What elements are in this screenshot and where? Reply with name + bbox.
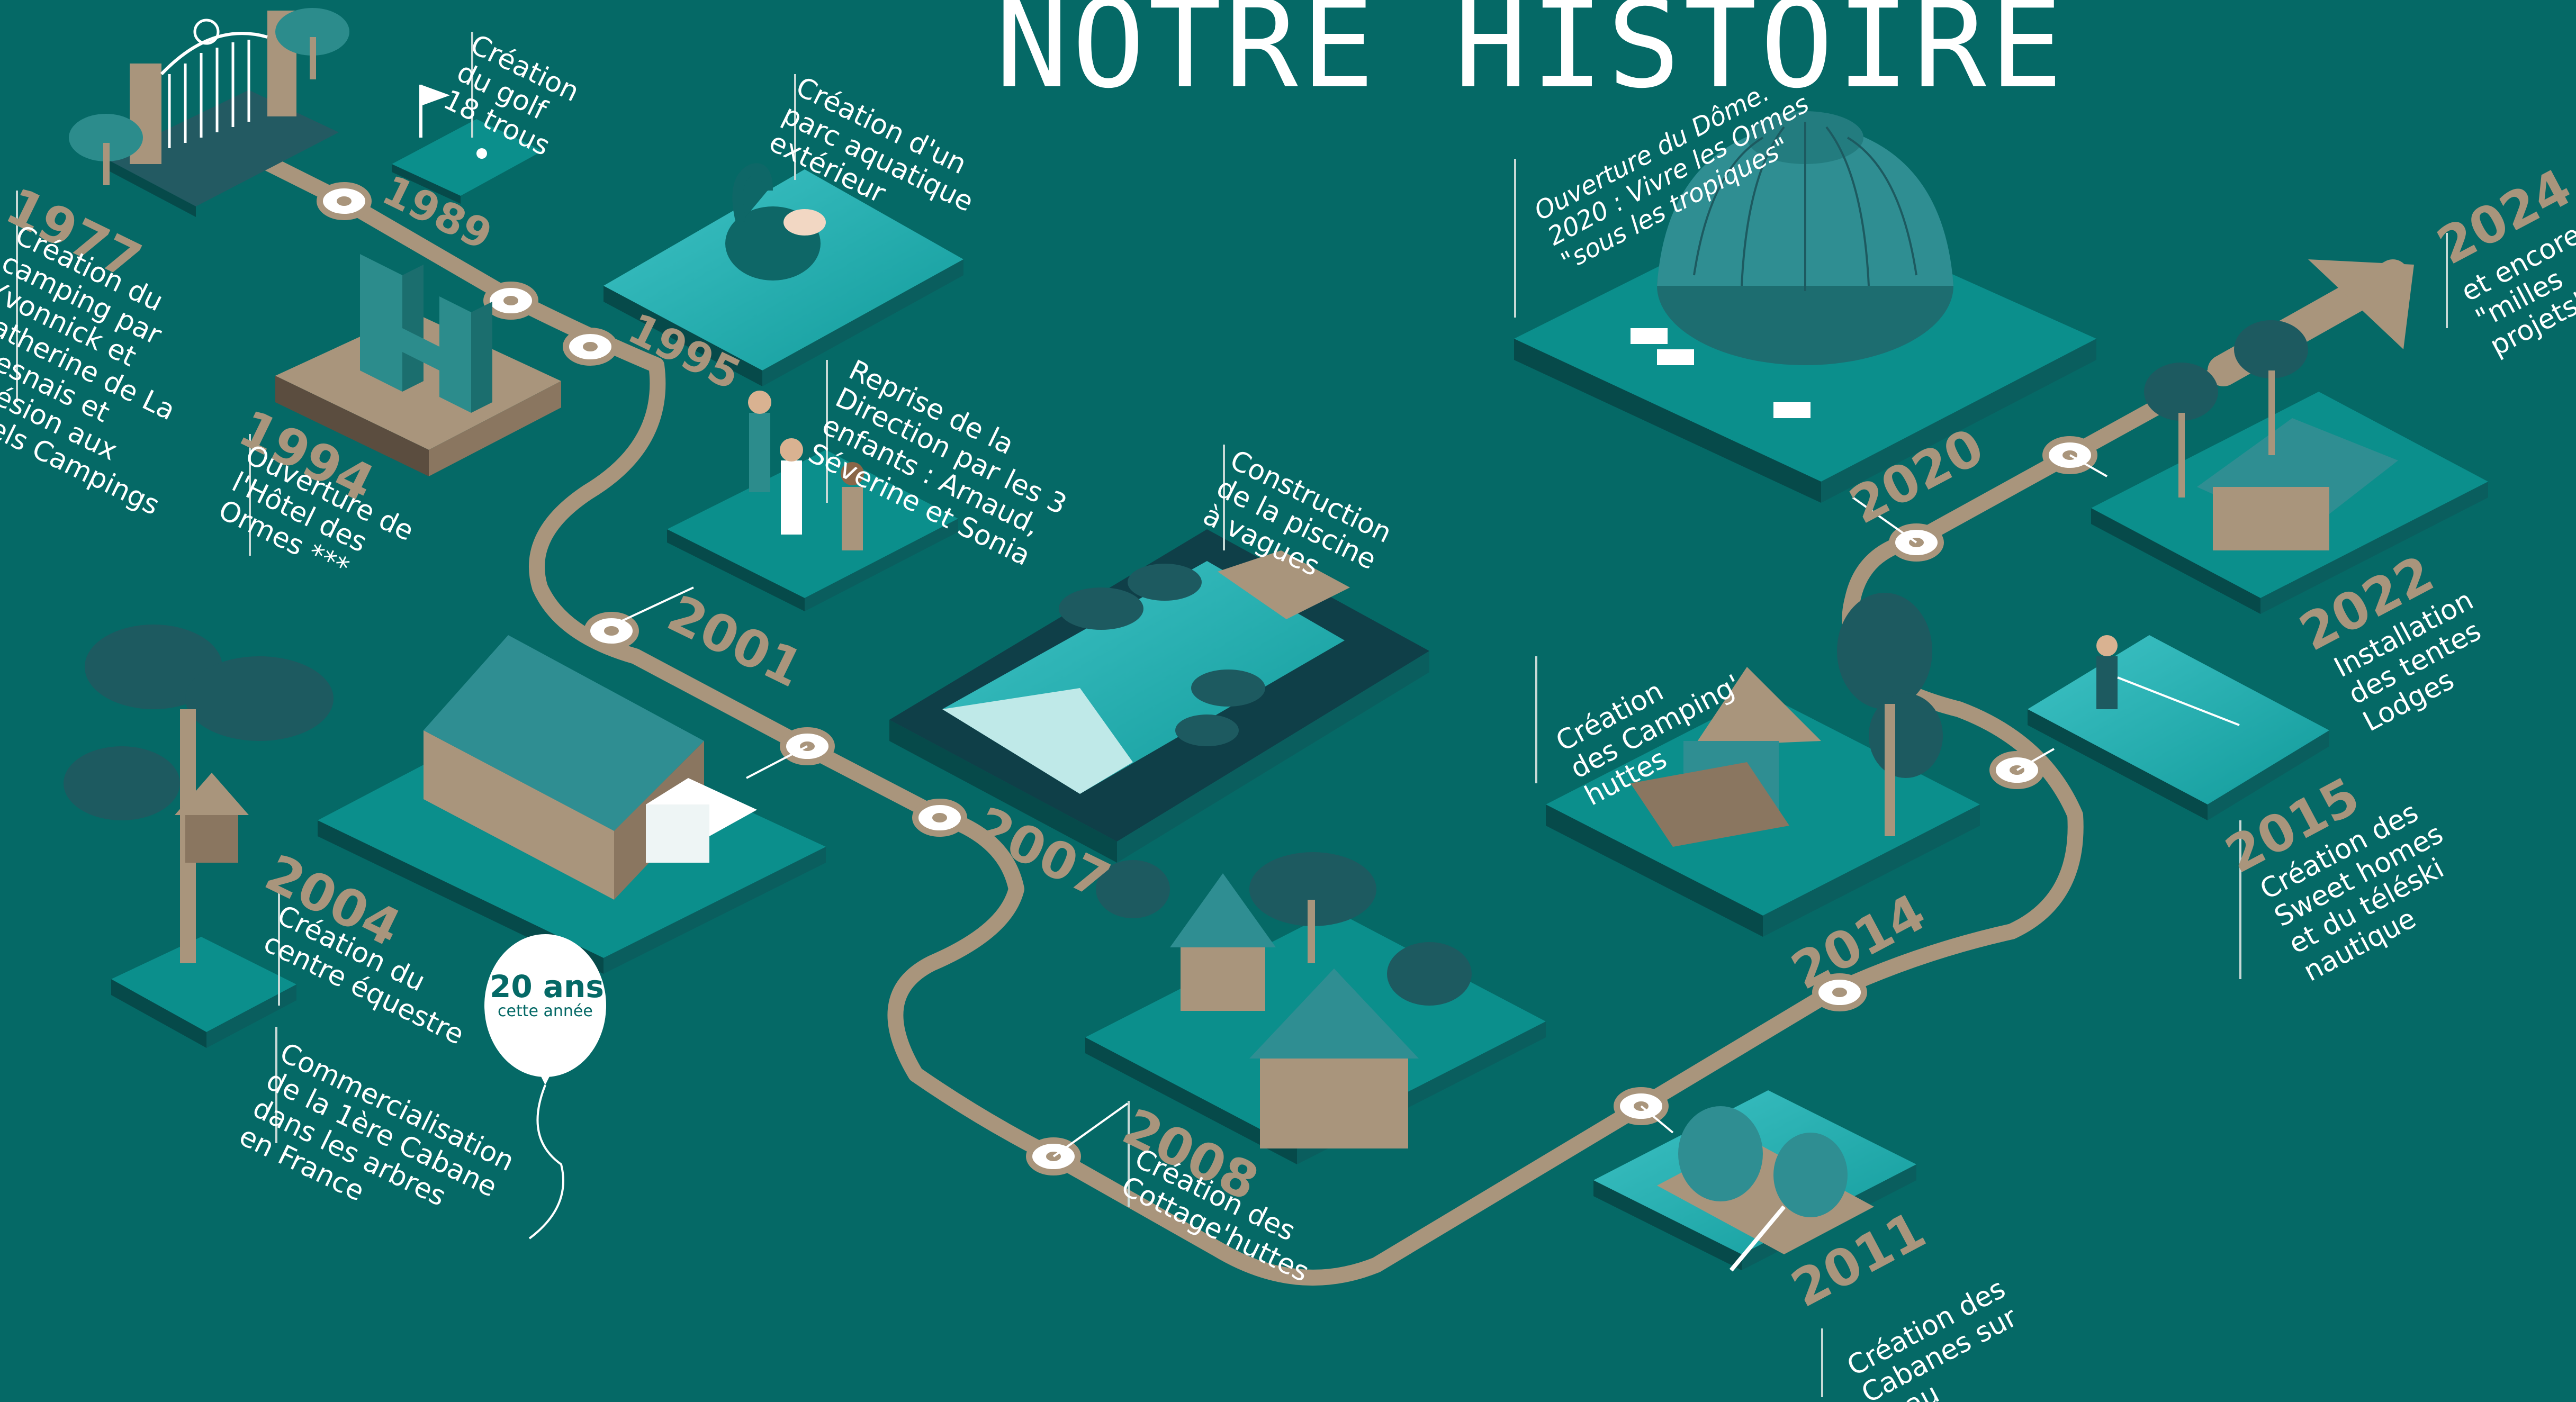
label-bar (1514, 159, 1516, 318)
balloon-subline: cette année (498, 1002, 593, 1020)
page-title: NOTRE HISTOIRE (995, 0, 2066, 115)
aquatic-park-tile-1995 (604, 163, 963, 386)
label-bar (278, 889, 280, 1006)
label-bar (1223, 445, 1225, 550)
label-bar (16, 191, 18, 402)
connector-lines (614, 454, 2107, 1157)
label-bar (1821, 1328, 1823, 1397)
label-bar (471, 32, 473, 138)
family-tile-2001 (667, 391, 958, 611)
water-ski-tile-2015 (2028, 635, 2329, 820)
lodges-tile-2022 (2091, 320, 2488, 614)
label-bar (275, 1027, 277, 1143)
tree-house-tile (64, 625, 334, 1048)
gate-tile-1977 (69, 8, 349, 217)
label-bar (1535, 656, 1537, 783)
balloon-20-ans (484, 934, 606, 1240)
timeline-path (241, 146, 2231, 1286)
label-bar (1128, 1101, 1130, 1207)
water-cabins-tile-2011 (1593, 1090, 1916, 1272)
balloon-headline: 20 ans (490, 969, 604, 1005)
hotel-tile-1994 (275, 254, 561, 476)
wave-pool-tile-2007 (889, 529, 1429, 863)
label-bar (2446, 233, 2448, 328)
label-bar (794, 74, 796, 180)
cottage-tile-2008 (1085, 852, 1546, 1164)
dome-tile-2020 (1514, 111, 2096, 503)
label-bar (2239, 820, 2241, 979)
camping-hutte-tile-2014 (1546, 593, 1980, 937)
golf-tile-1989 (392, 85, 543, 204)
label-bar (249, 434, 251, 556)
label-bar (826, 360, 828, 503)
equestrian-tile-2004 (318, 635, 826, 974)
